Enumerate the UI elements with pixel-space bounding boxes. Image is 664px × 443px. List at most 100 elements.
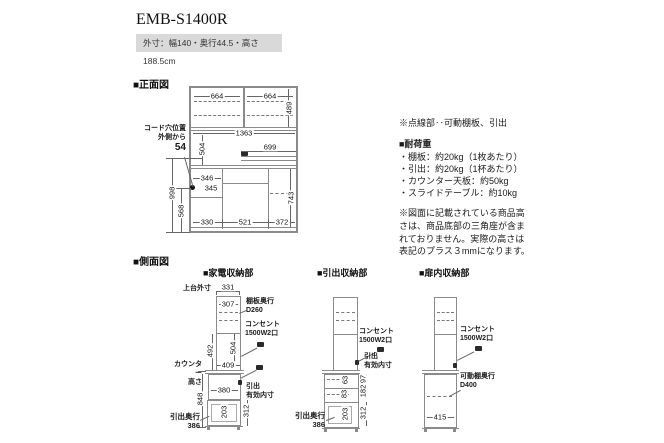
- base-foot: [324, 429, 327, 432]
- dim-tick: [216, 291, 217, 295]
- dim-label: 380: [216, 385, 232, 395]
- door-figure-title: ■扉内収納部: [419, 268, 470, 278]
- dim-label: 83: [339, 388, 349, 400]
- dim-label: 345: [203, 183, 219, 193]
- drawer-figure-title: ■引出収納部: [317, 268, 368, 278]
- outlet-label: コンセント 1500W2口: [245, 321, 280, 337]
- dim-label: 312: [358, 405, 368, 421]
- dim-line: [216, 291, 240, 292]
- movable-shelf-dashed-line: [336, 312, 355, 313]
- movable-shelf-dashed-line: [247, 115, 293, 116]
- line: [222, 169, 223, 229]
- dim-leader: [166, 158, 202, 159]
- outlet-leader: [241, 347, 258, 357]
- outlet-icon: [238, 380, 242, 385]
- drawer-depth-label: 引出奥行 386: [170, 412, 200, 431]
- outer-dimensions-badge: 外寸：幅140・奥行44.5・高さ188.5cm: [136, 34, 282, 66]
- front-view-heading: ■正面図: [133, 80, 170, 91]
- dim-line: [242, 151, 296, 152]
- base-line: [322, 428, 360, 429]
- dim-tick: [239, 291, 240, 295]
- dim-label: 504: [228, 340, 238, 356]
- side-view-heading: ■側面図: [133, 257, 170, 268]
- outlet-label: コンセント 1500W2口: [460, 326, 495, 342]
- base-line: [191, 227, 296, 228]
- line: [268, 169, 269, 229]
- appliance-figure-title: ■家電収納部: [203, 268, 254, 278]
- dim-label: 1363: [234, 128, 254, 138]
- dim-label: 312: [241, 403, 251, 419]
- dim-label: 307: [220, 299, 236, 309]
- dim-tick: [268, 219, 269, 227]
- line: [456, 335, 457, 372]
- line: [325, 388, 358, 389]
- dim-label: 699: [262, 142, 278, 152]
- base-foot: [453, 429, 456, 432]
- drawer-upper-cabinet: [333, 297, 358, 335]
- dim-label: 331: [220, 282, 236, 292]
- dim-label: 203: [219, 404, 229, 420]
- base-foot: [237, 427, 240, 430]
- cord-hole-value: 54: [174, 142, 186, 153]
- outlet-leader: [457, 351, 475, 361]
- movable-shelf-dashed-line: [194, 115, 240, 116]
- movable-shelf-depth-label: 可動棚奥行 D400: [460, 373, 495, 389]
- line: [243, 88, 245, 128]
- dim-label: 97: [358, 373, 368, 385]
- movable-shelf-dashed-line: [194, 101, 240, 102]
- outlet-icon: [355, 360, 359, 365]
- movable-shelf-dashed-line: [219, 320, 238, 321]
- movable-shelf-dashed-line: [247, 101, 293, 102]
- dim-label: 489: [284, 100, 294, 116]
- drawer-dashed-line: [327, 394, 349, 395]
- counter-top-band: [422, 370, 459, 374]
- line: [325, 402, 358, 403]
- load-capacity-heading: ■耐荷重: [399, 139, 432, 149]
- dim-label: 664: [262, 91, 278, 101]
- movable-shelf-dashed-line: [437, 312, 454, 313]
- load-item: ・スライドテーブル：約10kg: [399, 188, 517, 198]
- dim-leader: [175, 188, 191, 189]
- dim-tick: [197, 427, 206, 428]
- dim-label: 415: [432, 412, 448, 422]
- counter-top-band: [322, 370, 360, 374]
- drawer-inner-label: 引出 有効内寸: [364, 353, 392, 369]
- movable-shelf-dashed-line: [270, 193, 295, 194]
- outlet-icon: [453, 363, 457, 368]
- dim-leader: [166, 232, 190, 233]
- shelf-depth-label: 棚板奥行 D260: [246, 298, 274, 314]
- line: [333, 335, 334, 372]
- line: [191, 197, 222, 198]
- door-upper-cabinet: [434, 297, 457, 335]
- load-item: ・棚板：約20kg（1枚あたり）: [399, 152, 523, 162]
- dim-label: 998: [167, 185, 177, 201]
- outlet-icon: [475, 346, 482, 351]
- line: [216, 334, 217, 372]
- load-item: ・引出：約20kg（1杯あたり）: [399, 164, 523, 174]
- counter-top-band: [191, 165, 296, 169]
- counter-height-label: カウンター 高さ: [174, 361, 202, 386]
- base-foot: [207, 427, 210, 430]
- dim-label: 492: [205, 343, 215, 359]
- drawer-inner-label: 引出 有効内寸: [246, 383, 274, 399]
- page-title: EMB-S1400R: [136, 11, 228, 28]
- dim-label: 346: [199, 173, 215, 183]
- base-line: [422, 428, 459, 429]
- dim-label: 568: [176, 203, 186, 219]
- movable-shelf-dashed-line: [437, 320, 454, 321]
- outlet-icon: [241, 151, 248, 156]
- line: [434, 335, 435, 372]
- counter-top-band: [205, 370, 244, 374]
- base-foot: [355, 429, 358, 432]
- base-foot: [424, 429, 427, 432]
- outlet-icon: [257, 342, 264, 347]
- dashed-legend-note: ※点線部‥可動棚板、引出: [399, 118, 508, 128]
- dim-label: 63: [340, 374, 350, 386]
- line: [240, 334, 241, 372]
- dim-label: 203: [340, 406, 350, 422]
- dim-label: 182: [358, 383, 368, 399]
- cord-hole-dot: [190, 185, 195, 190]
- line: [222, 183, 268, 184]
- dim-label: 664: [209, 91, 225, 101]
